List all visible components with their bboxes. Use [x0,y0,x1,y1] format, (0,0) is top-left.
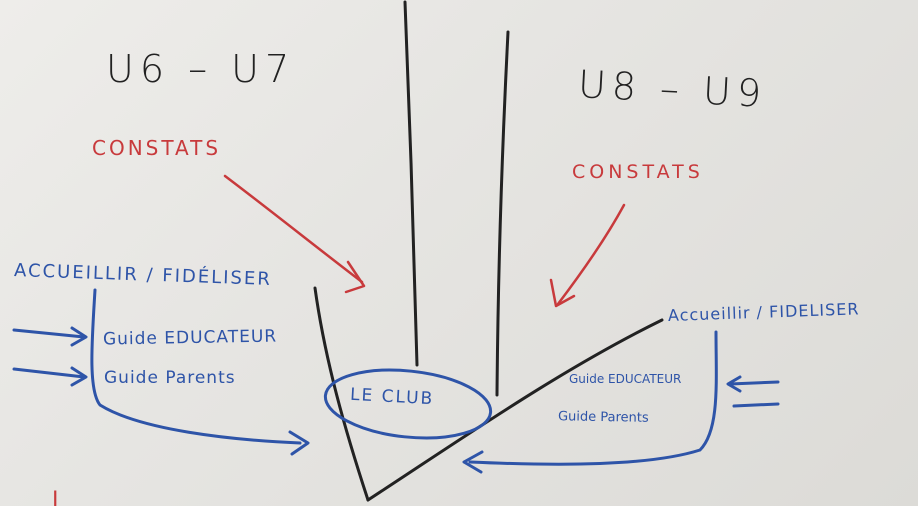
guide-parents-right: Guide Parents [557,409,649,426]
constats-left: CONSTATS [92,136,222,160]
red-arrow-right [556,203,626,306]
black-divider-left [403,0,419,367]
constats-right: CONSTATS [572,161,704,183]
blue-bracket-right-head [462,450,484,474]
blue-bracket-right [468,330,718,466]
black-funnel-left [313,286,370,502]
blue-input-arrow-4 [732,402,780,408]
red-arrow-left-head [344,260,366,294]
guide-educateur-right: Guide EDUCATEUR [569,372,682,386]
blue-input-arrow-2-head [70,366,88,387]
blue-bracket-left [90,288,302,445]
club-label: LE CLUB [349,384,435,410]
blue-input-arrow-1-head [70,326,88,347]
blue-input-arrow-3-head [726,375,742,393]
blue-bracket-left-head [288,430,310,456]
guide-parents-left: Guide Parents [104,368,236,388]
age-group-right: U8 – U9 [576,62,769,116]
blue-input-arrow-1 [12,328,86,339]
red-arrow-left [223,174,364,284]
guide-educateur-left: Guide EDUCATEUR [102,326,278,350]
club-circle [323,368,493,440]
black-divider-right [495,30,510,397]
age-group-left: U6 – U7 [106,47,296,91]
bottom-partial-text: I [52,488,59,506]
blue-input-arrow-3 [728,380,780,386]
blue-input-arrow-2 [12,367,86,379]
red-arrow-right-head [549,278,576,308]
black-funnel-right [366,318,664,502]
